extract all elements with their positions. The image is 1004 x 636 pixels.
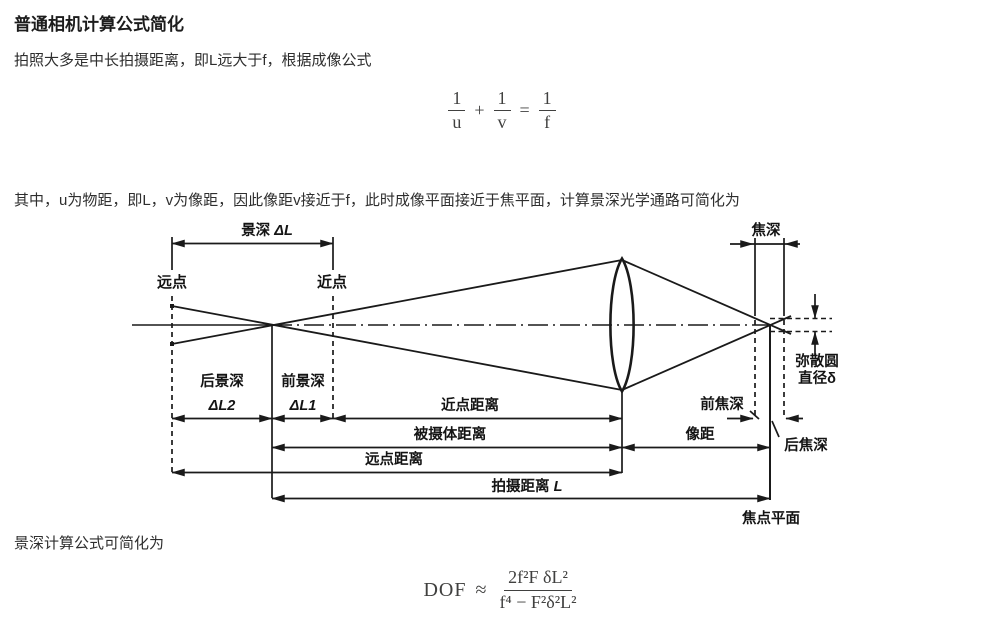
label-rear-depth-symbol: ΔL2 [208,398,236,414]
fraction-1-over-v: 1 v [493,88,511,132]
middle-paragraph: 其中，u为物距，即L，v为像距，因此像距v接近于f，此时成像平面接近于焦平面，计… [14,192,740,209]
imaging-formula: 1 u + 1 v = 1 f [0,88,1004,132]
bottom-paragraph: 景深计算公式可简化为 [14,535,165,552]
label-near-point-distance: 近点距离 [441,396,499,414]
approx-sign: ≈ [475,578,487,601]
reference-lines [171,237,785,500]
label-depth-of-field: 景深 ΔL [241,221,293,239]
label-coc-line1: 弥散圆 [795,352,839,370]
label-rear-focal-depth: 后焦深 [784,436,828,454]
light-rays [170,259,792,391]
page-title: 普通相机计算公式简化 [14,15,184,34]
circle-of-confusion-marks [770,294,832,356]
dof-symbol: DOF [423,578,467,601]
label-front-focal-depth: 前焦深 [700,395,744,413]
plus-sign: + [474,99,485,120]
label-coc-line2: 直径δ [798,369,836,387]
intro-paragraph: 拍照大多是中长拍摄距离，即L远大于f，根据成像公式 [14,52,372,69]
dof-fraction: 2f²F δL² f⁴ − F²δ²L² [499,567,577,612]
fraction-1-over-f: 1 f [538,88,556,132]
label-shooting-distance: 拍摄距离 L [492,477,563,495]
label-rear-depth: 后景深 [200,372,244,390]
label-subject-distance: 被摄体距离 [414,425,487,443]
equals-sign: = [519,99,530,120]
label-focal-depth: 焦深 [751,221,781,239]
dof-formula: DOF ≈ 2f²F δL² f⁴ − F²δ²L² [0,567,1004,613]
label-front-depth: 前景深 [281,372,325,390]
label-near-point: 近点 [317,273,347,291]
label-front-depth-symbol: ΔL1 [289,398,317,414]
dimension-lines [171,239,803,503]
label-focal-plane: 焦点平面 [741,509,800,527]
label-far-point: 远点 [157,274,187,291]
label-far-point-distance: 远点距离 [365,450,423,468]
label-image-distance: 像距 [686,425,715,443]
fraction-1-over-u: 1 u [448,88,466,132]
dof-optical-diagram: 景深 ΔL 焦深 远点 近点 后景深 ΔL2 前景深 ΔL1 近点距离 被摄体距… [132,221,839,527]
